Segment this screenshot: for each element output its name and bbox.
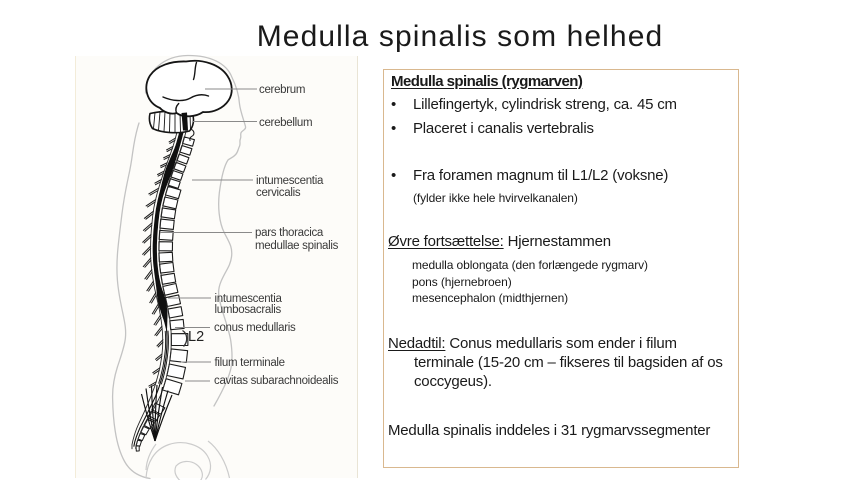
spinal-canal — [131, 126, 188, 450]
infobox-line-2: Placeret i canalis vertebralis — [413, 121, 594, 136]
text-segment: coccygeus). — [414, 372, 492, 390]
infobox-line-8: mesencephalon (midthjernen) — [412, 292, 568, 304]
cauda-equina — [140, 330, 173, 442]
text-segment: Placeret i canalis vertebralis — [413, 119, 594, 137]
text-segment: Nedadtil: — [388, 335, 446, 352]
text-segment: Hjernestammen — [503, 233, 611, 251]
figure-label-cerebrum: cerebrum — [259, 84, 306, 96]
bullet-marker: • — [391, 96, 397, 113]
infobox-line-12: Medulla spinalis inddeles i 31 rygmarvss… — [388, 423, 710, 438]
infobox-line-10: terminale (15-20 cm – fikseres til bagsi… — [414, 355, 723, 370]
l2-label: L2 — [188, 328, 205, 345]
figure-label-cavitas-subarachnoidealis: cavitas subarachnoidealis — [214, 374, 339, 387]
text-segment: Conus medullaris som ender i filum — [445, 335, 677, 352]
text-segment: pons (hjernebroen) — [412, 275, 512, 290]
infobox-line-3: Fra foramen magnum til L1/L2 (voksne) — [413, 168, 668, 183]
infobox-line-6: medulla oblongata (den forlængede rygmar… — [412, 259, 648, 271]
text-segment: Lillefingertyk, cylindrisk streng, ca. 4… — [413, 96, 677, 113]
bullet-marker: • — [391, 167, 397, 185]
pelvis-outline — [145, 440, 231, 480]
info-text-box — [383, 69, 739, 468]
text-segment: medulla oblongata (den forlængede rygmar… — [412, 257, 648, 272]
infobox-line-11: coccygeus). — [414, 374, 492, 389]
body-outline — [111, 54, 247, 480]
slide-title: Medulla spinalis som helhed — [256, 19, 664, 53]
scanned-illustration-background — [75, 56, 358, 478]
text-segment: Fra foramen magnum til L1/L2 (voksne) — [413, 167, 669, 185]
nerve-curl — [189, 129, 195, 142]
cerebrum-drawing — [145, 59, 233, 118]
infobox-line-4: (fylder ikke hele hvirvelkanalen) — [413, 192, 578, 204]
text-segment: Medulla spinalis inddeles i 31 rygmarvss… — [388, 422, 711, 439]
brainstem-drawing — [181, 112, 188, 131]
spinous-processes — [142, 137, 176, 388]
infobox-line-7: pons (hjernebroen) — [412, 276, 512, 288]
infobox-line-0: Medulla spinalis (rygmarven) — [391, 72, 583, 90]
anatomy-drawing — [111, 54, 257, 480]
figure-label-filum-terminale: filum terminale — [214, 357, 286, 369]
text-segment: mesencephalon (midthjernen) — [412, 290, 569, 305]
infobox-line-9: Nedadtil: Conus medullaris som ender i f… — [388, 336, 677, 351]
infobox-line-1: Lillefingertyk, cylindrisk streng, ca. 4… — [413, 97, 677, 112]
l2-bracket — [182, 329, 188, 347]
filum-terminale-line — [133, 327, 168, 447]
text-segment: (fylder ikke hele hvirvelkanalen) — [413, 190, 578, 205]
text-segment: Medulla spinalis (rygmarven) — [391, 72, 583, 90]
figure-label-cerebellum: cerebellum — [259, 116, 313, 129]
text-segment: terminale (15-20 cm – fikseres til bagsi… — [414, 353, 723, 371]
infobox-line-5: Øvre fortsættelse: Hjernestammen — [388, 234, 611, 249]
figure-label-conus-medullaris: conus medullaris — [214, 322, 296, 335]
leader-lines — [160, 88, 257, 382]
text-segment: Øvre fortsættelse: — [388, 233, 504, 251]
bullet-marker: • — [391, 119, 397, 137]
